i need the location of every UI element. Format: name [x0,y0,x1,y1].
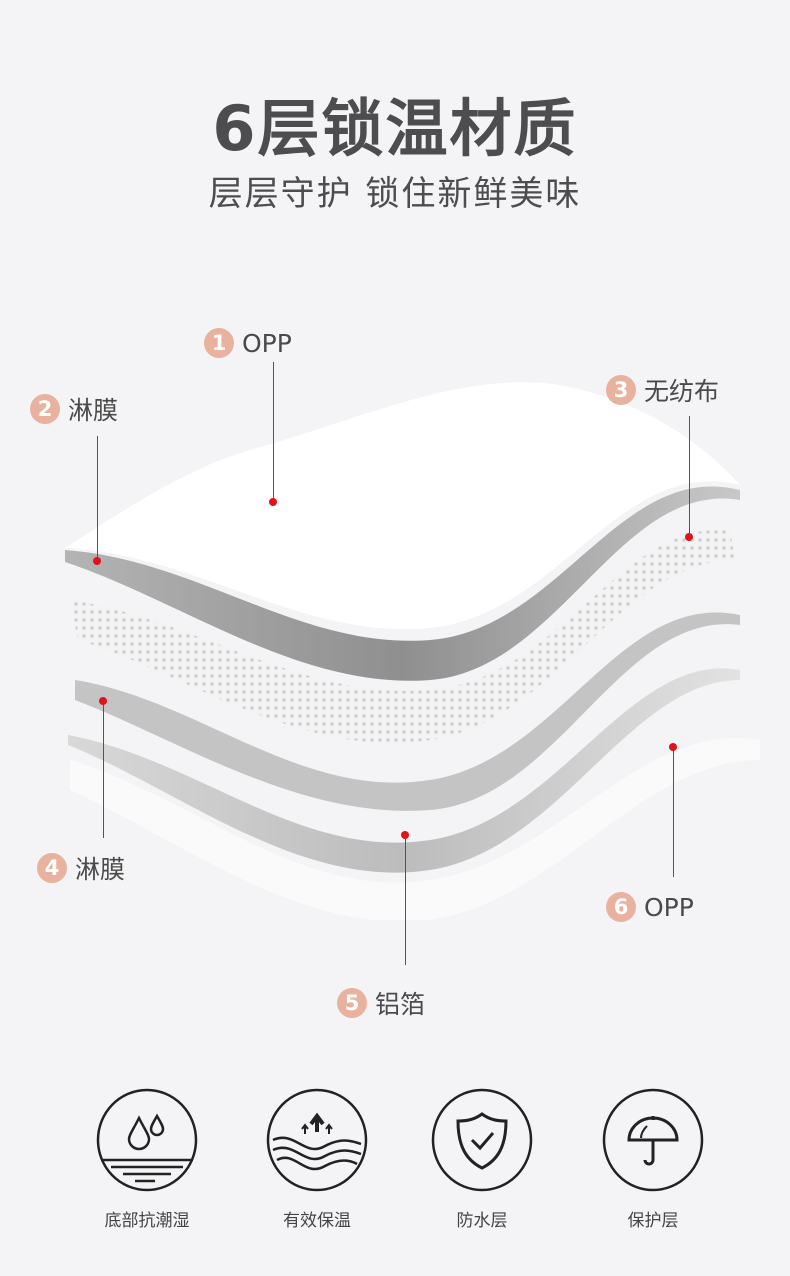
feature-label: 防水层 [456,1211,508,1231]
callout-line [673,747,674,877]
label-layer-2: 2 淋膜 [30,391,118,427]
badge-3: 3 [606,375,636,405]
feature-insulation: 有效保温 [257,1088,377,1231]
umbrella-icon [602,1088,704,1192]
label-layer-3: 3 无纺布 [606,372,719,408]
shield-check-icon [431,1088,533,1192]
badge-5: 5 [337,988,367,1018]
layer-5-foil [68,668,740,873]
page-subtitle: 层层守护 锁住新鲜美味 [208,174,582,214]
label-text: OPP [644,892,694,922]
label-text: OPP [242,328,292,358]
layer-3-nonwoven [70,529,735,743]
feature-label: 有效保温 [283,1211,351,1231]
feature-protection: 保护层 [593,1088,713,1231]
badge-2: 2 [30,394,60,424]
feature-moisture: 底部抗潮湿 [87,1088,207,1231]
heat-waves-icon [266,1088,368,1192]
callout-line [103,701,104,838]
badge-6: 6 [606,892,636,922]
callout-line [97,436,98,561]
feature-waterproof: 防水层 [422,1088,542,1231]
label-text: 淋膜 [75,855,126,884]
marker-dot [669,743,677,751]
feature-label: 底部抗潮湿 [104,1211,190,1231]
label-text: 淋膜 [68,396,119,425]
marker-dot [93,557,101,565]
label-layer-1: 1 OPP [204,328,292,358]
label-text: 铝箔 [375,990,426,1019]
page-title: 6层锁温材质 [212,92,578,165]
water-drops-icon [96,1088,198,1192]
callout-line [689,416,690,537]
marker-dot [685,533,693,541]
badge-1: 1 [204,328,234,358]
marker-dot [269,498,277,506]
label-layer-6: 6 OPP [606,892,694,922]
marker-dot [401,831,409,839]
callout-line [405,835,406,965]
layers-illustration [65,382,760,920]
layer-4-film [75,612,740,811]
label-layer-5: 5 铝箔 [337,985,425,1021]
layer-1-opp [65,382,740,630]
marker-dot [99,697,107,705]
layer-6-opp [70,738,760,920]
feature-label: 保护层 [627,1211,679,1231]
label-layer-4: 4 淋膜 [37,850,125,886]
badge-4: 4 [37,853,67,883]
layer-2-film [65,486,740,681]
callout-line [273,362,274,502]
label-text: 无纺布 [644,377,720,406]
